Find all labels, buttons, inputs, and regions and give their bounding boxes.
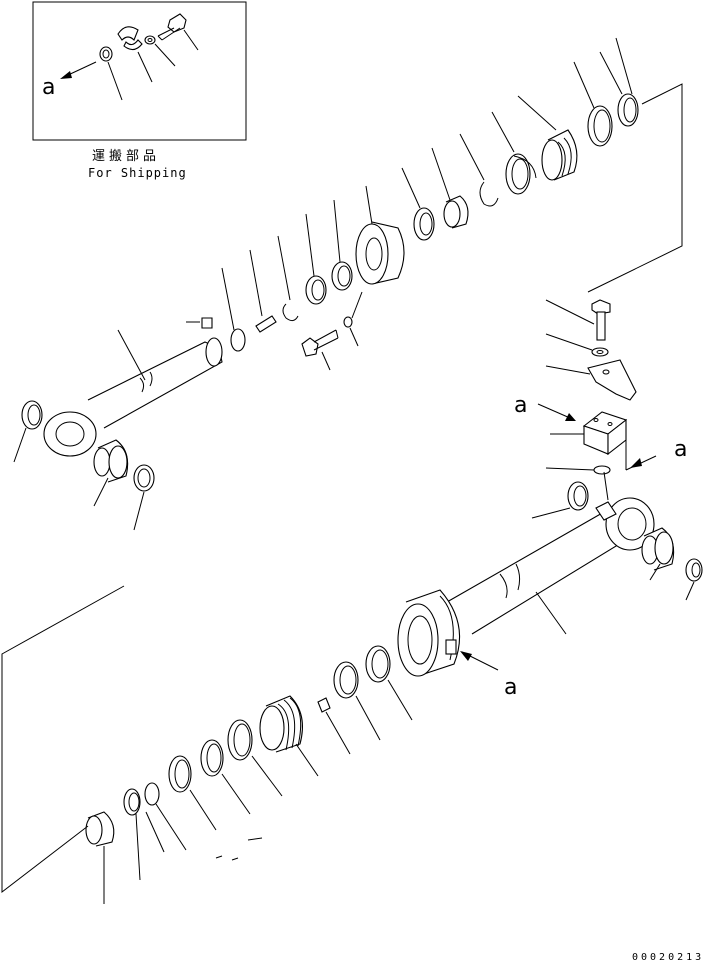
tube-seal-left — [531, 481, 589, 519]
cushion-plunger — [85, 811, 115, 904]
shipping-parts-inset: a — [32, 1, 247, 141]
head-seal-2 — [491, 111, 537, 195]
piston-ring-b — [333, 661, 381, 741]
upper-rod-assembly — [13, 37, 683, 531]
piston — [397, 589, 461, 677]
block-marker-a: a — [514, 393, 576, 421]
piston-marker-a: a — [460, 651, 517, 700]
retaining-ring — [277, 235, 299, 322]
piston-ring-2 — [331, 199, 353, 291]
tube-bushing — [641, 527, 675, 581]
inset-bolt — [157, 13, 199, 51]
lock-screw — [186, 317, 213, 329]
mount-bolt — [545, 299, 611, 341]
inset-marker-a: a — [42, 61, 97, 100]
piston-ring-a — [365, 645, 413, 721]
rod-end-seal — [13, 400, 43, 463]
head-ring-4 — [599, 37, 639, 127]
tube-port — [595, 501, 617, 521]
inset-caption-jp: 運搬部品 — [92, 149, 160, 164]
side-marker-a-label: a — [674, 437, 687, 462]
piston-set-screw — [317, 697, 351, 755]
cushion-ring — [144, 782, 187, 851]
piston-rod — [43, 329, 223, 457]
cylinder-head — [355, 185, 405, 285]
head-ring-3 — [573, 61, 613, 147]
valve-block — [550, 411, 628, 456]
piston-wear-ring — [227, 719, 283, 797]
head-seal-1 — [401, 167, 435, 241]
piston-slide-ring — [200, 739, 251, 815]
inset-clamp — [117, 26, 153, 83]
valve-gasket — [545, 465, 611, 475]
rod-nut — [221, 267, 246, 352]
head-bushing — [431, 147, 469, 229]
cylinder-tube-assembly: a — [1, 481, 703, 904]
cushion-collar — [123, 788, 165, 881]
piston-backup-ring — [168, 755, 217, 831]
head-packing — [517, 95, 578, 181]
mount-bracket — [545, 359, 637, 401]
dowel-pin — [249, 249, 277, 333]
inset-washer — [144, 35, 176, 67]
cylinder-tube — [439, 497, 655, 635]
inset-marker-a-label: a — [42, 75, 55, 100]
head-washer — [343, 291, 363, 347]
block-marker-a-label: a — [514, 393, 527, 418]
inset-caption-en: For Shipping — [88, 166, 187, 180]
tube-seal-right — [685, 558, 703, 601]
valve-mount-assembly: a a — [514, 299, 687, 501]
inset-ring — [99, 46, 123, 101]
piston-ring-1 — [305, 213, 327, 305]
head-bolt — [301, 329, 339, 371]
rod-seal-ring — [133, 464, 155, 531]
side-marker-a: a — [625, 420, 687, 471]
mount-washer — [545, 333, 609, 357]
drawing-code: 00020213 — [632, 952, 704, 963]
head-snap-ring — [459, 133, 499, 207]
rod-bushing — [93, 439, 129, 507]
piston-marker-a-label: a — [504, 675, 517, 700]
piston-packing — [259, 695, 319, 777]
